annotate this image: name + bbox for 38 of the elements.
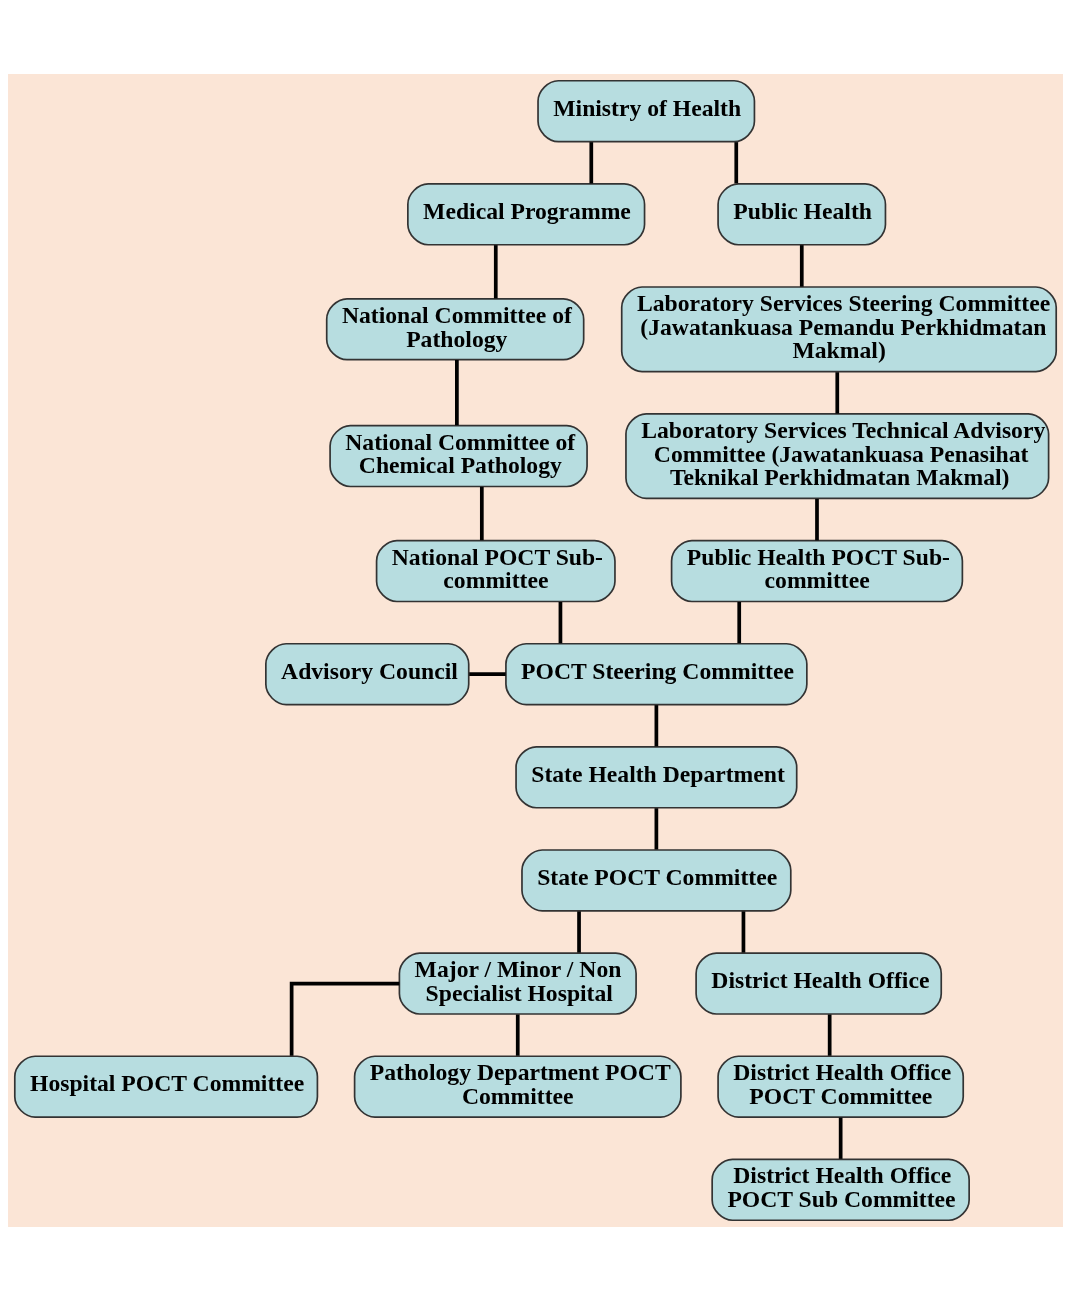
node-box: Medical Programme xyxy=(407,183,646,246)
node-box: Public Health POCT Sub-committee xyxy=(670,539,964,603)
node-box: Pathology Department POCT Committee xyxy=(353,1055,682,1118)
node-box: Hospital POCT Committee xyxy=(13,1055,319,1118)
connector xyxy=(654,705,659,747)
node-box: State POCT Committee xyxy=(521,849,792,912)
node-box: Advisory Council xyxy=(265,642,470,706)
node-box: District Health Office POCT Committee xyxy=(717,1055,965,1118)
connector xyxy=(838,1117,843,1159)
connector xyxy=(737,602,742,644)
connector xyxy=(515,1014,520,1056)
node-box: Laboratory Services Steering Committee (Jawatankuasa Pemandu Perkhidmatan Makmal) xyxy=(620,286,1058,373)
connector xyxy=(741,911,746,953)
connector xyxy=(835,372,840,414)
connector xyxy=(799,245,804,287)
node-box: District Health Office POCT Sub Committee xyxy=(711,1158,970,1222)
connector xyxy=(734,142,739,184)
node-box: National Committee of Pathology xyxy=(325,298,585,361)
node-box: National Committee of Chemical Pathology xyxy=(329,424,588,488)
connector xyxy=(558,602,563,644)
connector xyxy=(469,672,506,677)
node-box: National POCT Sub-committee xyxy=(375,539,616,603)
connector xyxy=(827,1014,832,1056)
node-box: Public Health xyxy=(717,183,887,246)
node-box: District Health Office xyxy=(695,952,943,1015)
node-box: State Health Department xyxy=(515,746,798,809)
connector xyxy=(654,808,659,850)
connector xyxy=(577,911,581,953)
connector xyxy=(815,498,819,541)
connector xyxy=(479,486,484,541)
connector xyxy=(493,245,498,299)
node-box: Major / Minor / Non Specialist Hospital xyxy=(398,952,637,1015)
connector xyxy=(289,981,400,1056)
connector xyxy=(589,142,594,184)
node-box: Ministry of Health xyxy=(537,79,756,143)
node-box: Laboratory Services Technical Advisory Committee (Jawatankuasa Penasihat Teknikal Perkhidmatan Makmal) xyxy=(625,412,1050,500)
node-box: POCT Steering Committee xyxy=(505,642,808,706)
connector xyxy=(455,360,459,426)
